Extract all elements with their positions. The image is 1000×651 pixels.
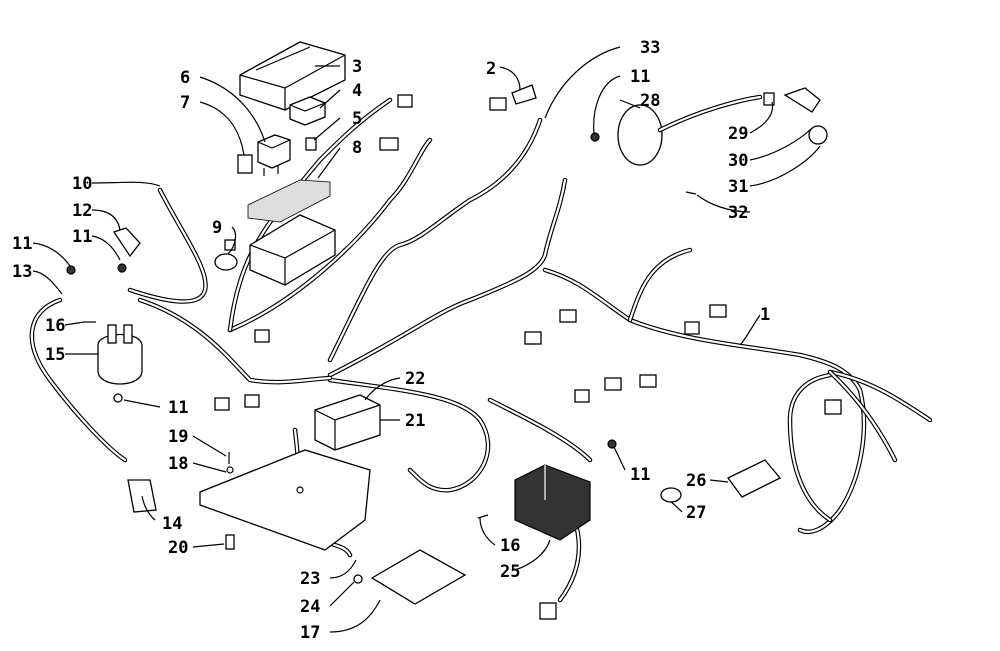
starter-solenoid [97, 324, 143, 385]
elbow-boot [112, 227, 141, 258]
callout-19: 19 [168, 427, 188, 447]
callout-22: 22 [405, 369, 425, 389]
callout-32: 32 [728, 203, 748, 223]
grommet [660, 487, 682, 503]
callout-labels: 1 2 3 4 5 6 7 8 9 10 11 11 11 11 11 12 1… [12, 38, 770, 643]
mounting-plate [199, 449, 371, 551]
callout-14: 14 [162, 514, 182, 534]
fuse-block [214, 214, 336, 286]
insulator-pad [370, 549, 467, 605]
callout-8: 8 [352, 138, 362, 158]
callout-7: 7 [180, 93, 190, 113]
callout-16-b: 16 [500, 536, 520, 556]
switch-bracket [727, 459, 782, 498]
callout-9: 9 [212, 218, 222, 238]
relay-socket [237, 154, 253, 174]
fuse-box-cover [239, 41, 346, 111]
callout-33: 33 [640, 38, 660, 58]
callout-4: 4 [352, 81, 362, 101]
spark-plug-cap [763, 87, 828, 145]
cdi-module [314, 394, 381, 451]
callout-23: 23 [300, 569, 320, 589]
callout-17: 17 [300, 623, 320, 643]
callout-21: 21 [405, 411, 425, 431]
relay-small [289, 96, 326, 126]
callout-30: 30 [728, 151, 748, 171]
callout-24: 24 [300, 597, 320, 617]
callout-13: 13 [12, 262, 32, 282]
voltage-regulator [514, 464, 591, 541]
callout-3: 3 [352, 57, 362, 77]
callout-26: 26 [686, 471, 706, 491]
callout-15: 15 [45, 345, 65, 365]
callout-12: 12 [72, 201, 92, 221]
terminal-connector [511, 84, 537, 105]
hardware-nuts-screws [66, 132, 697, 584]
callout-2: 2 [486, 59, 496, 79]
leader-lines [32, 46, 821, 633]
ignition-coil [617, 94, 763, 166]
callout-11-d: 11 [630, 465, 650, 485]
callout-10: 10 [72, 174, 92, 194]
callout-11-a: 11 [12, 234, 32, 254]
callout-11-b: 11 [72, 227, 92, 247]
callout-18: 18 [168, 454, 188, 474]
fuse-strip [247, 179, 331, 223]
callout-16-a: 16 [45, 316, 65, 336]
callout-25: 25 [500, 562, 520, 582]
callout-31: 31 [728, 177, 748, 197]
relay-clip [305, 137, 317, 151]
relay [257, 134, 291, 176]
main-wiring-harness [29, 97, 933, 603]
callout-1: 1 [760, 305, 770, 325]
callout-20: 20 [168, 538, 188, 558]
callout-11-c: 11 [168, 398, 188, 418]
harness-connectors [214, 94, 842, 620]
callout-28: 28 [640, 91, 660, 111]
callout-27: 27 [686, 503, 706, 523]
callout-5: 5 [352, 109, 362, 129]
callout-6: 6 [180, 68, 190, 88]
callout-29: 29 [728, 124, 748, 144]
callout-11-e: 11 [630, 67, 650, 87]
